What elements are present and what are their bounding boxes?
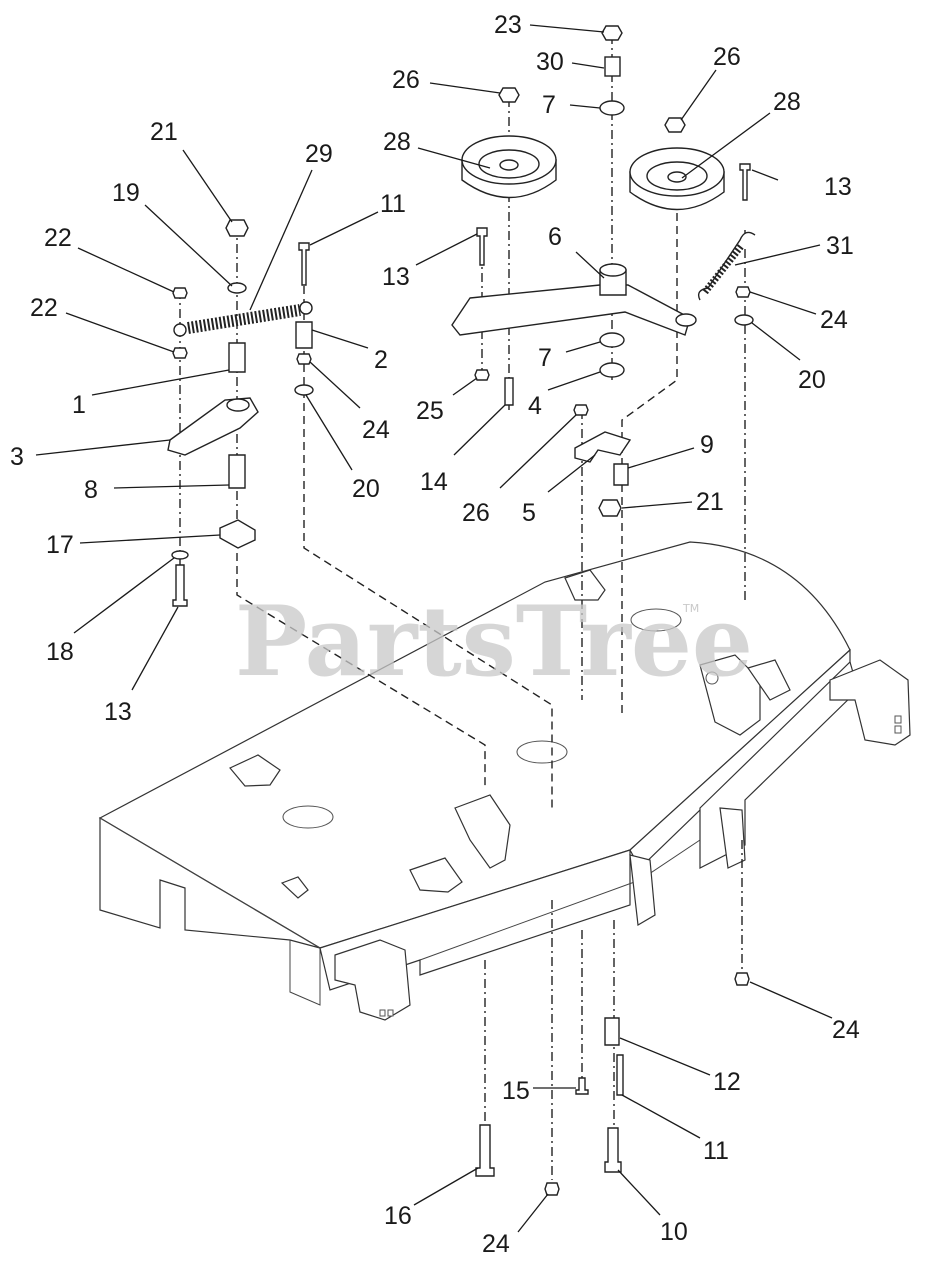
nut-24-bottom-right <box>734 972 750 986</box>
watermark-tm: TM <box>682 602 699 615</box>
callout-26-top-left: 26 <box>392 66 420 94</box>
callout-20-left: 20 <box>352 475 380 503</box>
washer-20-left <box>294 384 314 396</box>
bolt-13-left <box>172 564 188 607</box>
spacer-2 <box>295 321 313 349</box>
callout-16: 16 <box>384 1202 412 1230</box>
callout-15: 15 <box>502 1077 530 1105</box>
nut-26-left <box>498 87 520 103</box>
callout-12: 12 <box>713 1068 741 1096</box>
callout-21-left: 21 <box>150 118 178 146</box>
nut-26-bracket <box>573 404 589 416</box>
callout-11-upper: 11 <box>380 190 406 218</box>
callout-8: 8 <box>84 476 98 504</box>
callout-24-bottom-right: 24 <box>832 1016 860 1044</box>
plate-17 <box>219 519 256 549</box>
nut-26-right <box>664 117 686 133</box>
callout-24-left: 24 <box>362 416 390 444</box>
callout-28-right: 28 <box>773 88 801 116</box>
callout-31: 31 <box>826 232 854 260</box>
nut-21-right <box>598 499 622 517</box>
callout-13-left: 13 <box>104 698 132 726</box>
idler-pulley-28-left <box>461 135 557 199</box>
callout-20-right: 20 <box>798 366 826 394</box>
spacer-30 <box>604 56 621 77</box>
callout-19: 19 <box>112 179 140 207</box>
nut-21-left <box>225 219 249 237</box>
bolt-11-upper <box>298 242 310 286</box>
mower-deck <box>98 541 911 1021</box>
bearing-7-top <box>599 100 625 116</box>
callout-22-upper: 22 <box>44 224 72 252</box>
callout-13-center: 13 <box>382 263 410 291</box>
callout-6: 6 <box>548 223 562 251</box>
callout-2: 2 <box>374 346 388 374</box>
stud-14 <box>504 377 514 406</box>
callout-30: 30 <box>536 48 564 76</box>
callout-3: 3 <box>10 443 24 471</box>
callout-4: 4 <box>528 392 542 420</box>
nut-22-lower <box>172 347 188 359</box>
callout-7-top: 7 <box>542 91 556 119</box>
bolt-13-center <box>476 227 488 266</box>
callout-28-left: 28 <box>383 128 411 156</box>
callout-17: 17 <box>46 531 74 559</box>
callout-24-right: 24 <box>820 306 848 334</box>
callout-29: 29 <box>305 140 333 168</box>
bolt-10 <box>604 1127 622 1173</box>
callout-18: 18 <box>46 638 74 666</box>
callout-24-bottom: 24 <box>482 1230 510 1258</box>
spacer-1 <box>228 342 246 373</box>
bolt-13-right <box>739 163 751 201</box>
watermark-text: PartsTree <box>235 585 753 698</box>
callout-10: 10 <box>660 1218 688 1246</box>
bushing-12 <box>604 1017 620 1046</box>
spacer-8 <box>228 454 246 489</box>
callout-21-right: 21 <box>696 488 724 516</box>
bushing-4 <box>599 362 625 378</box>
callout-22-lower: 22 <box>30 294 58 322</box>
callout-26-bracket: 26 <box>462 499 490 527</box>
bolt-11-lower <box>616 1054 624 1096</box>
callout-1: 1 <box>72 391 86 419</box>
washer-20-right <box>734 314 754 326</box>
callout-9: 9 <box>700 431 714 459</box>
bolt-16 <box>475 1124 495 1177</box>
idler-pulley-28-right <box>629 147 725 211</box>
washer-19 <box>227 282 247 294</box>
callout-11-lower: 11 <box>703 1137 729 1165</box>
spacer-9 <box>613 463 629 486</box>
nut-24-left <box>296 353 312 365</box>
callouts: 23 30 26 26 7 28 28 21 29 19 11 13 22 22… <box>10 11 860 1258</box>
callout-26-top-right: 26 <box>713 43 741 71</box>
callout-7-lower: 7 <box>538 344 552 372</box>
watermark: PartsTree TM <box>235 585 753 698</box>
callout-5: 5 <box>522 499 536 527</box>
spring-29 <box>173 301 313 337</box>
callout-23: 23 <box>494 11 522 39</box>
nut-24-right <box>735 286 751 298</box>
nut-25 <box>474 369 490 381</box>
nut-22-upper <box>172 287 188 299</box>
idler-arm-6 <box>451 284 691 336</box>
idler-arm-3 <box>167 397 259 456</box>
callout-13-right: 13 <box>824 173 852 201</box>
bracket-5 <box>574 431 632 463</box>
nut-24-bottom <box>544 1182 560 1196</box>
nut-23 <box>601 25 623 41</box>
bolt-15 <box>575 1077 589 1095</box>
callout-25: 25 <box>416 397 444 425</box>
callout-14: 14 <box>420 468 448 496</box>
bearing-7-lower <box>599 332 625 348</box>
washer-18 <box>171 550 189 560</box>
parts <box>167 25 756 1196</box>
